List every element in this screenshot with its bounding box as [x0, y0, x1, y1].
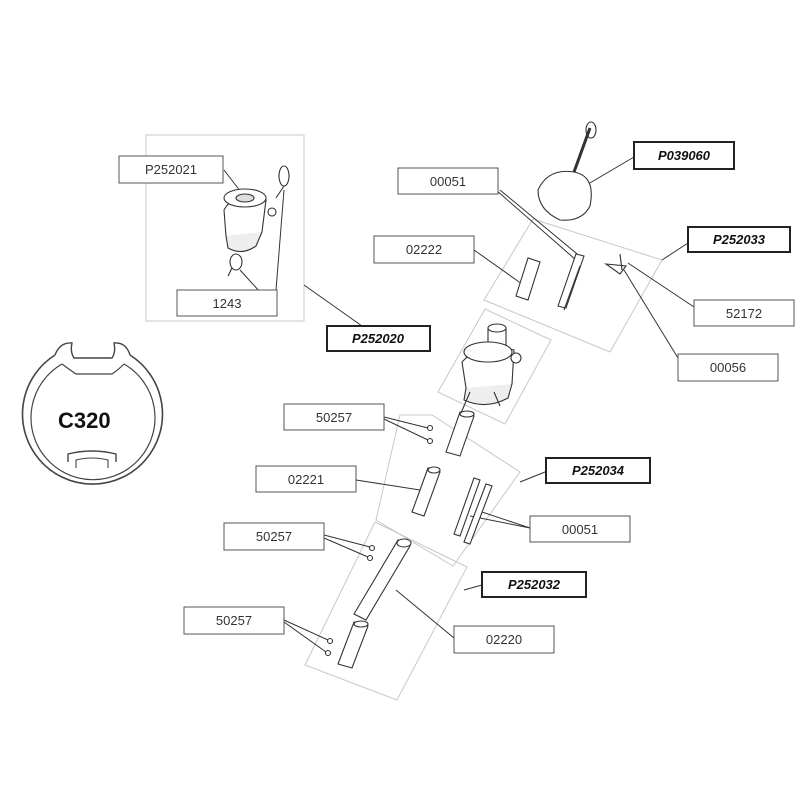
leader-50257-c1 — [283, 619, 329, 641]
svg-text:00051: 00051 — [430, 174, 466, 189]
label-02221[interactable]: 02221 — [255, 465, 357, 493]
c320-profile: C320 — [21, 342, 164, 485]
leader-p252032 — [463, 584, 483, 591]
label-02222[interactable]: 02222 — [373, 235, 475, 264]
svg-text:P252033: P252033 — [713, 232, 766, 247]
svg-text:1243: 1243 — [213, 296, 242, 311]
profile-label: C320 — [58, 408, 111, 433]
leader-02222 — [473, 249, 523, 285]
svg-text:P252034: P252034 — [572, 463, 625, 478]
svg-text:50257: 50257 — [316, 410, 352, 425]
label-50257-c[interactable]: 50257 — [183, 606, 285, 635]
group-frame-p252020-coupler — [437, 308, 552, 425]
svg-text:P252032: P252032 — [508, 577, 561, 592]
group-frame-p252032 — [304, 521, 468, 701]
svg-text:P252020: P252020 — [352, 331, 405, 346]
svg-text:02221: 02221 — [288, 472, 324, 487]
svg-text:02222: 02222 — [406, 242, 442, 257]
leader-50257-c2 — [283, 621, 327, 653]
svg-text:52172: 52172 — [726, 306, 762, 321]
leader-1243 — [275, 189, 285, 291]
part-drawings — [223, 121, 628, 669]
leader-p252033 — [661, 242, 689, 261]
svg-text:50257: 50257 — [216, 613, 252, 628]
leader-02221 — [355, 479, 421, 491]
leader-00051-top-b — [499, 189, 583, 259]
label-p252020[interactable]: P252020 — [326, 325, 431, 352]
label-00051-mid[interactable]: 00051 — [529, 515, 631, 543]
leader-00056 — [623, 269, 679, 359]
leader-50257-b2 — [323, 537, 369, 558]
label-p252032[interactable]: P252032 — [481, 571, 587, 598]
leader-00051-top-a — [495, 189, 577, 261]
label-52172[interactable]: 52172 — [693, 299, 795, 327]
leader-50257-a1 — [383, 416, 429, 429]
label-1243[interactable]: 1243 — [176, 289, 278, 317]
leader-50257-b1 — [323, 534, 371, 548]
label-p252033[interactable]: P252033 — [687, 226, 791, 253]
svg-text:P252021: P252021 — [145, 162, 197, 177]
drive-pieces-top — [515, 253, 628, 311]
leader-52172 — [627, 262, 695, 308]
end-adapter-part — [223, 188, 277, 253]
crank-eye-part — [537, 121, 597, 221]
leader-p252020 — [303, 284, 363, 327]
svg-text:02220: 02220 — [486, 632, 522, 647]
label-00056[interactable]: 00056 — [677, 353, 779, 382]
group-frame-p252020 — [145, 134, 305, 322]
label-p252034[interactable]: P252034 — [545, 457, 651, 484]
tube-sections — [337, 410, 493, 669]
leader-02220 — [395, 589, 455, 639]
leader-00051-mid-a — [475, 509, 531, 529]
label-50257-a[interactable]: 50257 — [283, 403, 385, 431]
svg-text:50257: 50257 — [256, 529, 292, 544]
pin-parts — [324, 424, 434, 657]
leader-1243-ring — [239, 269, 261, 293]
spring-clip-part — [227, 165, 290, 277]
leader-50257-a2 — [383, 418, 429, 441]
svg-text:00051: 00051 — [562, 522, 598, 537]
label-p039060[interactable]: P039060 — [633, 141, 735, 170]
coupler-part — [457, 323, 522, 421]
label-p252021[interactable]: P252021 — [118, 155, 224, 184]
label-00051-top[interactable]: 00051 — [397, 167, 499, 195]
svg-text:P039060: P039060 — [658, 148, 711, 163]
label-02220[interactable]: 02220 — [453, 625, 555, 654]
label-50257-b[interactable]: 50257 — [223, 522, 325, 551]
svg-text:00056: 00056 — [710, 360, 746, 375]
